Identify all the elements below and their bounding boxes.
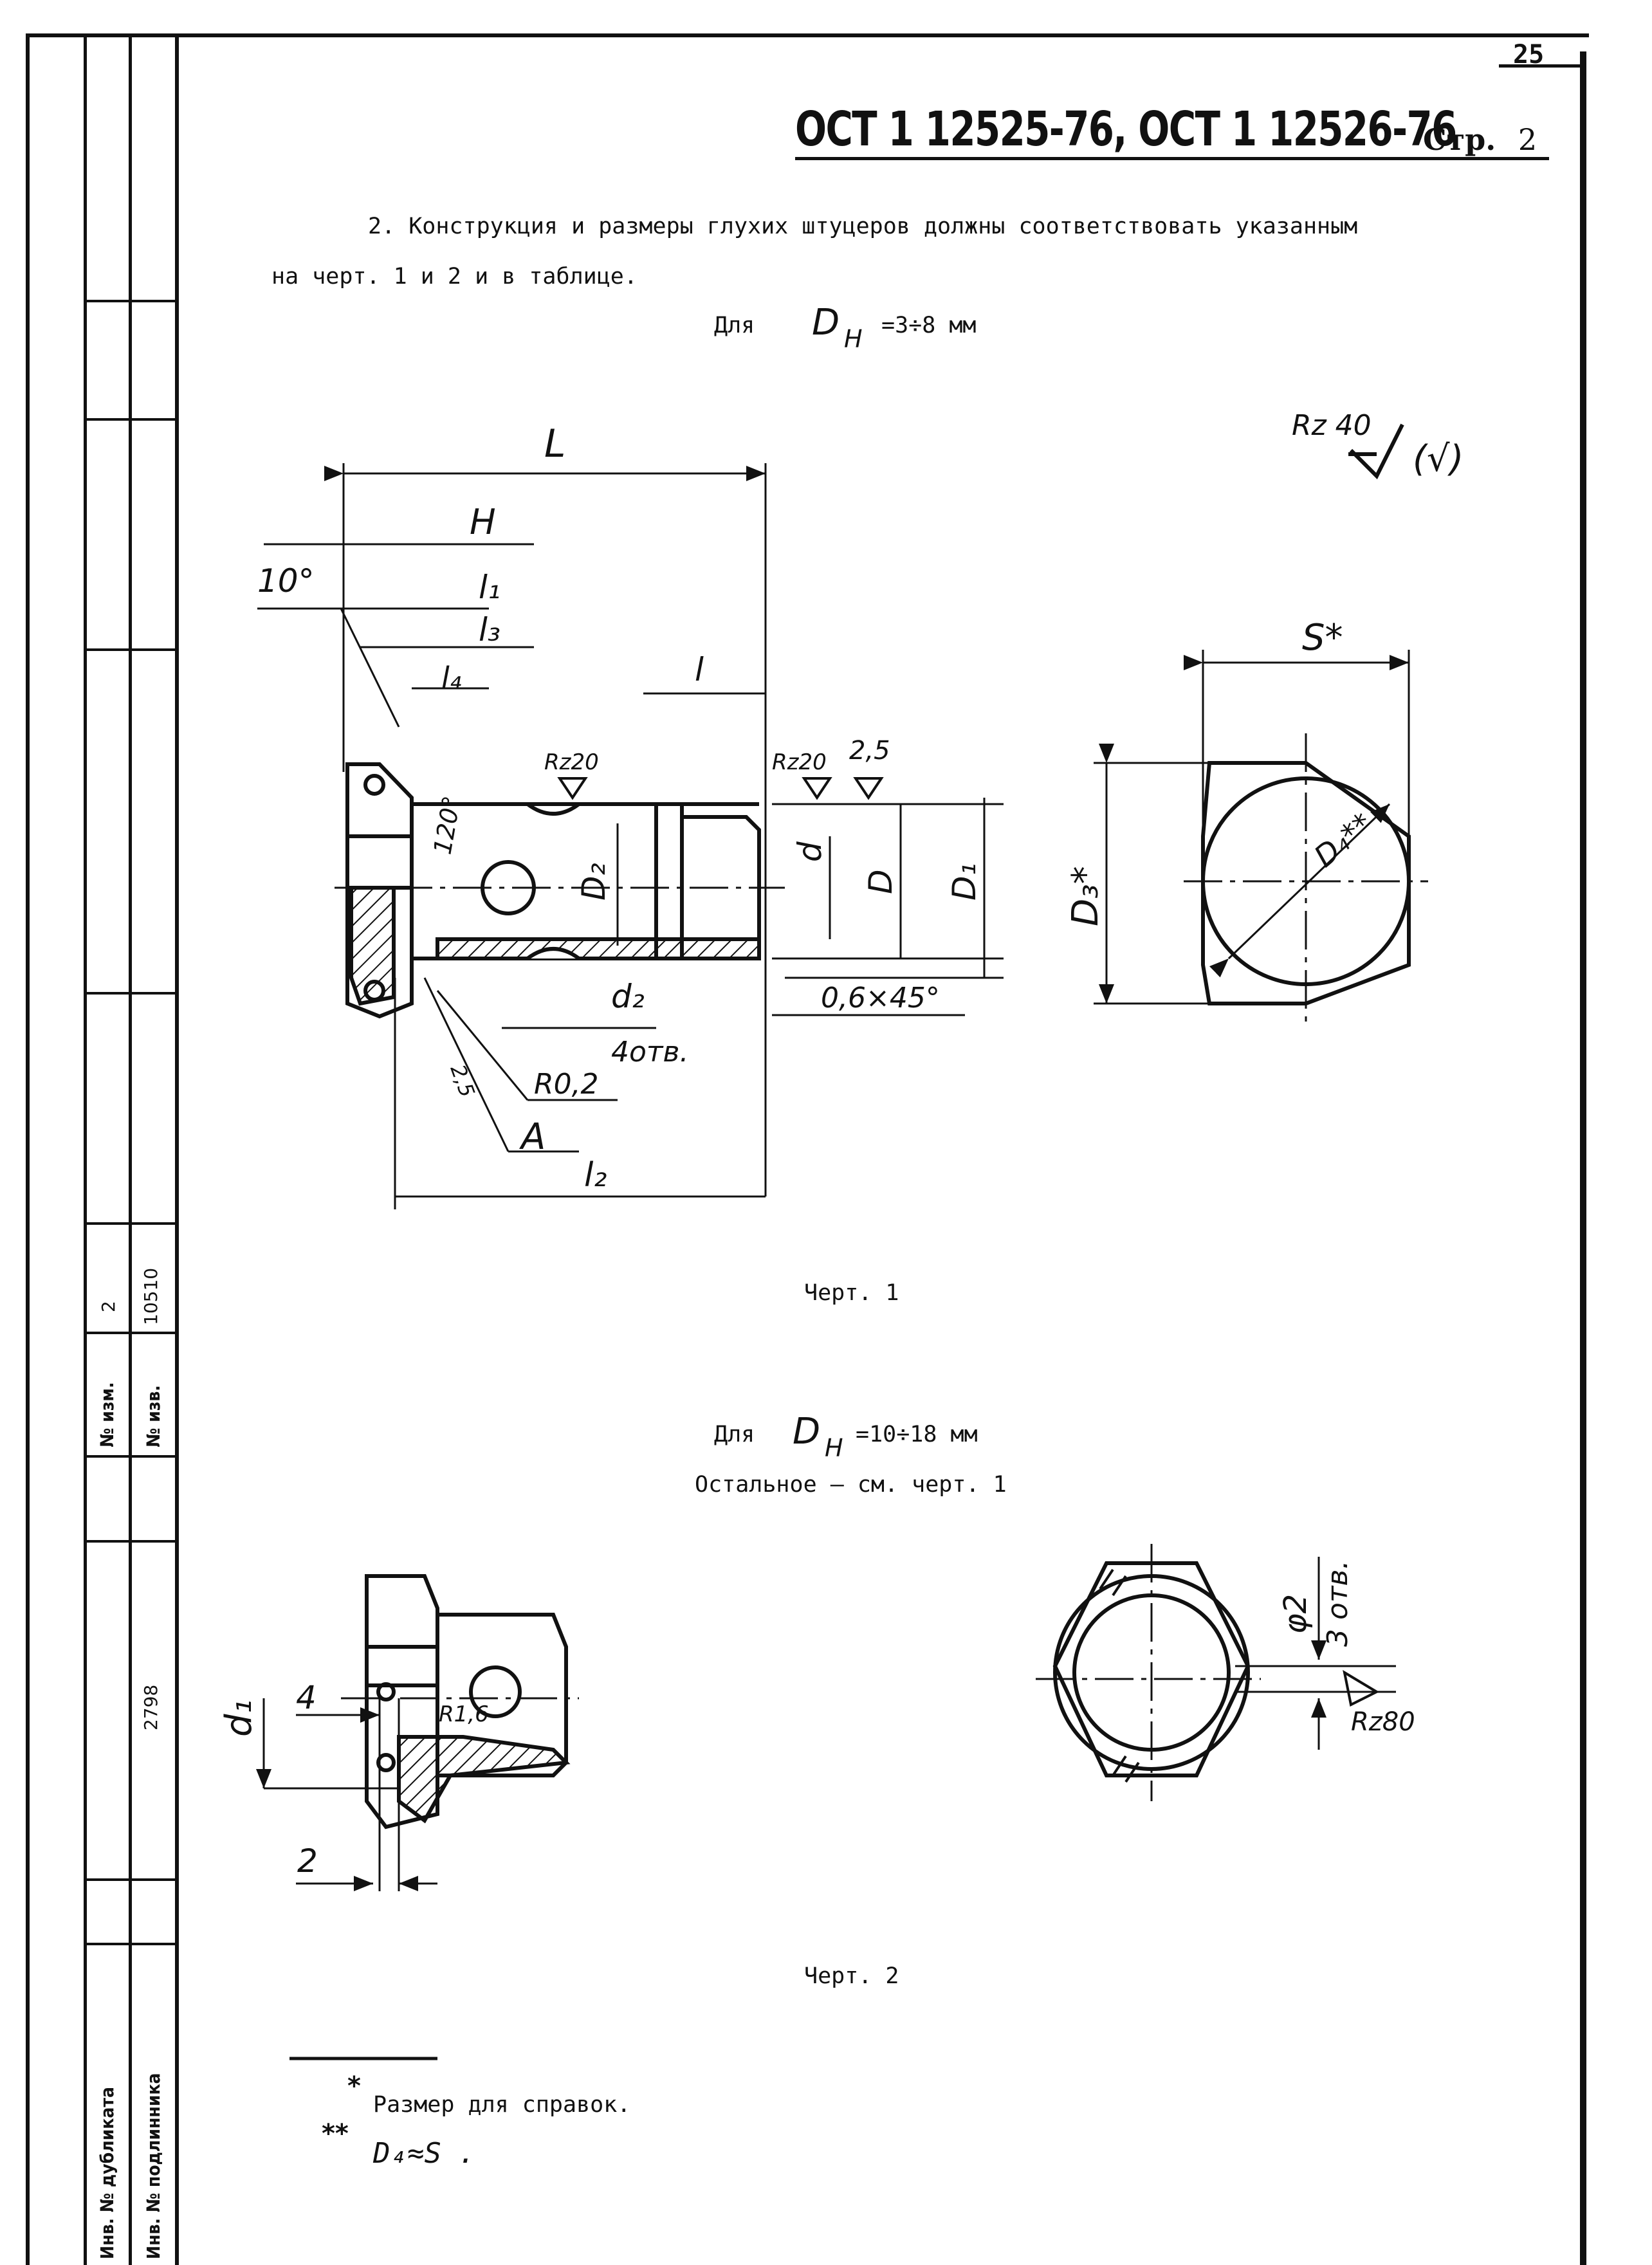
svg-text:D: D — [862, 869, 899, 894]
standard-header: ОСТ 1 12525-76, ОСТ 1 12526-76 — [795, 102, 1643, 157]
svg-text:D₂: D₂ — [575, 863, 612, 901]
stamp-row-line — [84, 992, 178, 995]
stamp-row-line — [84, 300, 178, 302]
figure-caption-1: Черт. 1 — [804, 1280, 899, 1306]
svg-text:0,6×45°: 0,6×45° — [821, 982, 940, 1014]
stamp-row-line — [84, 1332, 178, 1334]
svg-text:Rz20: Rz20 — [544, 749, 599, 775]
svg-text:2,5: 2,5 — [849, 736, 890, 766]
rest-note: Остальное – см. черт. 1 — [695, 1472, 1007, 1498]
page-value: 2 — [1518, 122, 1537, 157]
stamp-column-line — [84, 33, 87, 2265]
header-page-ref: Стр. 2 — [1423, 122, 1537, 157]
svg-text:l: l — [695, 651, 704, 688]
stamp-row-line — [84, 1222, 178, 1225]
svg-text:Rz20: Rz20 — [772, 749, 827, 775]
fitting-dim-labels: L H l₁ l₃ l₄ l 10° 120° D₂ d D D₁ d₂ 4от… — [257, 421, 983, 1195]
stamp-row-line — [84, 418, 178, 421]
page-frame-right — [1580, 51, 1586, 2265]
svg-text:R0,2: R0,2 — [534, 1068, 599, 1101]
dh-sub-2: H — [825, 1434, 843, 1462]
stamp-row-line — [84, 1878, 178, 1881]
footnote-1-star: * — [347, 2071, 361, 2101]
stamp-row-line — [84, 1455, 178, 1458]
hex-2-rz80: Rz80 — [1351, 1707, 1415, 1737]
hex-end-view — [1184, 733, 1428, 1029]
stamp-row-line — [84, 1943, 178, 1945]
hex-d4-label: D₄** — [1307, 806, 1379, 874]
fitting-section-2 — [341, 1574, 579, 1829]
dh-symbol-2: D — [793, 1411, 820, 1453]
svg-text:d: d — [791, 841, 829, 862]
stamp-row-line — [84, 648, 178, 651]
range-value-2: =10÷18 мм — [856, 1422, 978, 1447]
paragraph-line-1: 2. Конструкция и размеры глухих штуцеров… — [368, 214, 1358, 239]
svg-text:2,5: 2,5 — [445, 1061, 479, 1101]
hex-dimensions — [1094, 650, 1410, 1005]
stamp-column-line — [129, 33, 132, 2265]
svg-text:H: H — [470, 502, 496, 542]
hex-2-holes: 3 отв. — [1321, 1561, 1354, 1647]
dh-symbol-1: D — [812, 302, 840, 344]
footnote-2-stars: ** — [322, 2119, 349, 2149]
dh-sub-1: H — [844, 325, 863, 353]
svg-text:D₁: D₁ — [946, 863, 983, 901]
fitting-dimensions — [257, 463, 1004, 1209]
svg-text:(√): (√) — [1413, 438, 1464, 480]
stamp-row-line — [84, 1540, 178, 1543]
page-number-underline — [1499, 64, 1586, 68]
page-label: Стр. — [1423, 122, 1496, 157]
svg-text:4отв.: 4отв. — [611, 1036, 688, 1068]
hex-2-phi: φ2 — [1278, 1594, 1314, 1634]
hex-d3-label: D₃* — [1065, 866, 1106, 926]
svg-text:d₂: d₂ — [611, 978, 645, 1015]
page-frame-left — [26, 33, 30, 2265]
svg-text:Rz 40: Rz 40 — [1292, 409, 1372, 442]
svg-text:l₂: l₂ — [584, 1156, 607, 1195]
footnote-2: D₄≈S . — [373, 2137, 475, 2170]
svg-text:l₃: l₃ — [479, 611, 500, 648]
stamp-column-line — [175, 33, 179, 2265]
roughness-general-mark: Rz 40 (√) — [1292, 409, 1464, 480]
section-2-r16: R1,6 — [439, 1701, 489, 1727]
footnote-1: Размер для справок. — [373, 2092, 631, 2118]
page-frame-top — [26, 33, 1589, 37]
svg-text:A: A — [519, 1116, 546, 1158]
paragraph-line-2: на черт. 1 и 2 и в таблице. — [271, 264, 638, 289]
section-2-2: 2 — [297, 1842, 318, 1880]
svg-text:l₄: l₄ — [441, 661, 461, 695]
hex-2-dims — [1235, 1557, 1396, 1750]
figure-caption-2: Черт. 2 — [804, 1963, 899, 1989]
hex-end-view-2 — [1036, 1544, 1261, 1801]
svg-text:l₁: l₁ — [479, 569, 500, 606]
section-2-dims — [256, 1698, 437, 1891]
hex-s-label: S* — [1302, 617, 1343, 659]
section-2-d1: d₁ — [218, 1700, 260, 1737]
svg-text:L: L — [544, 421, 565, 466]
range-value-1: =3÷8 мм — [881, 313, 977, 338]
section-2-4: 4 — [296, 1679, 317, 1716]
header-underline — [795, 157, 1549, 160]
range-label-2: Для — [714, 1422, 755, 1447]
standard-codes: ОСТ 1 12525-76, ОСТ 1 12526-76 — [795, 102, 1457, 157]
range-label-1: Для — [714, 313, 755, 338]
svg-text:10°: 10° — [257, 562, 315, 600]
fitting-side-view — [335, 762, 785, 1019]
